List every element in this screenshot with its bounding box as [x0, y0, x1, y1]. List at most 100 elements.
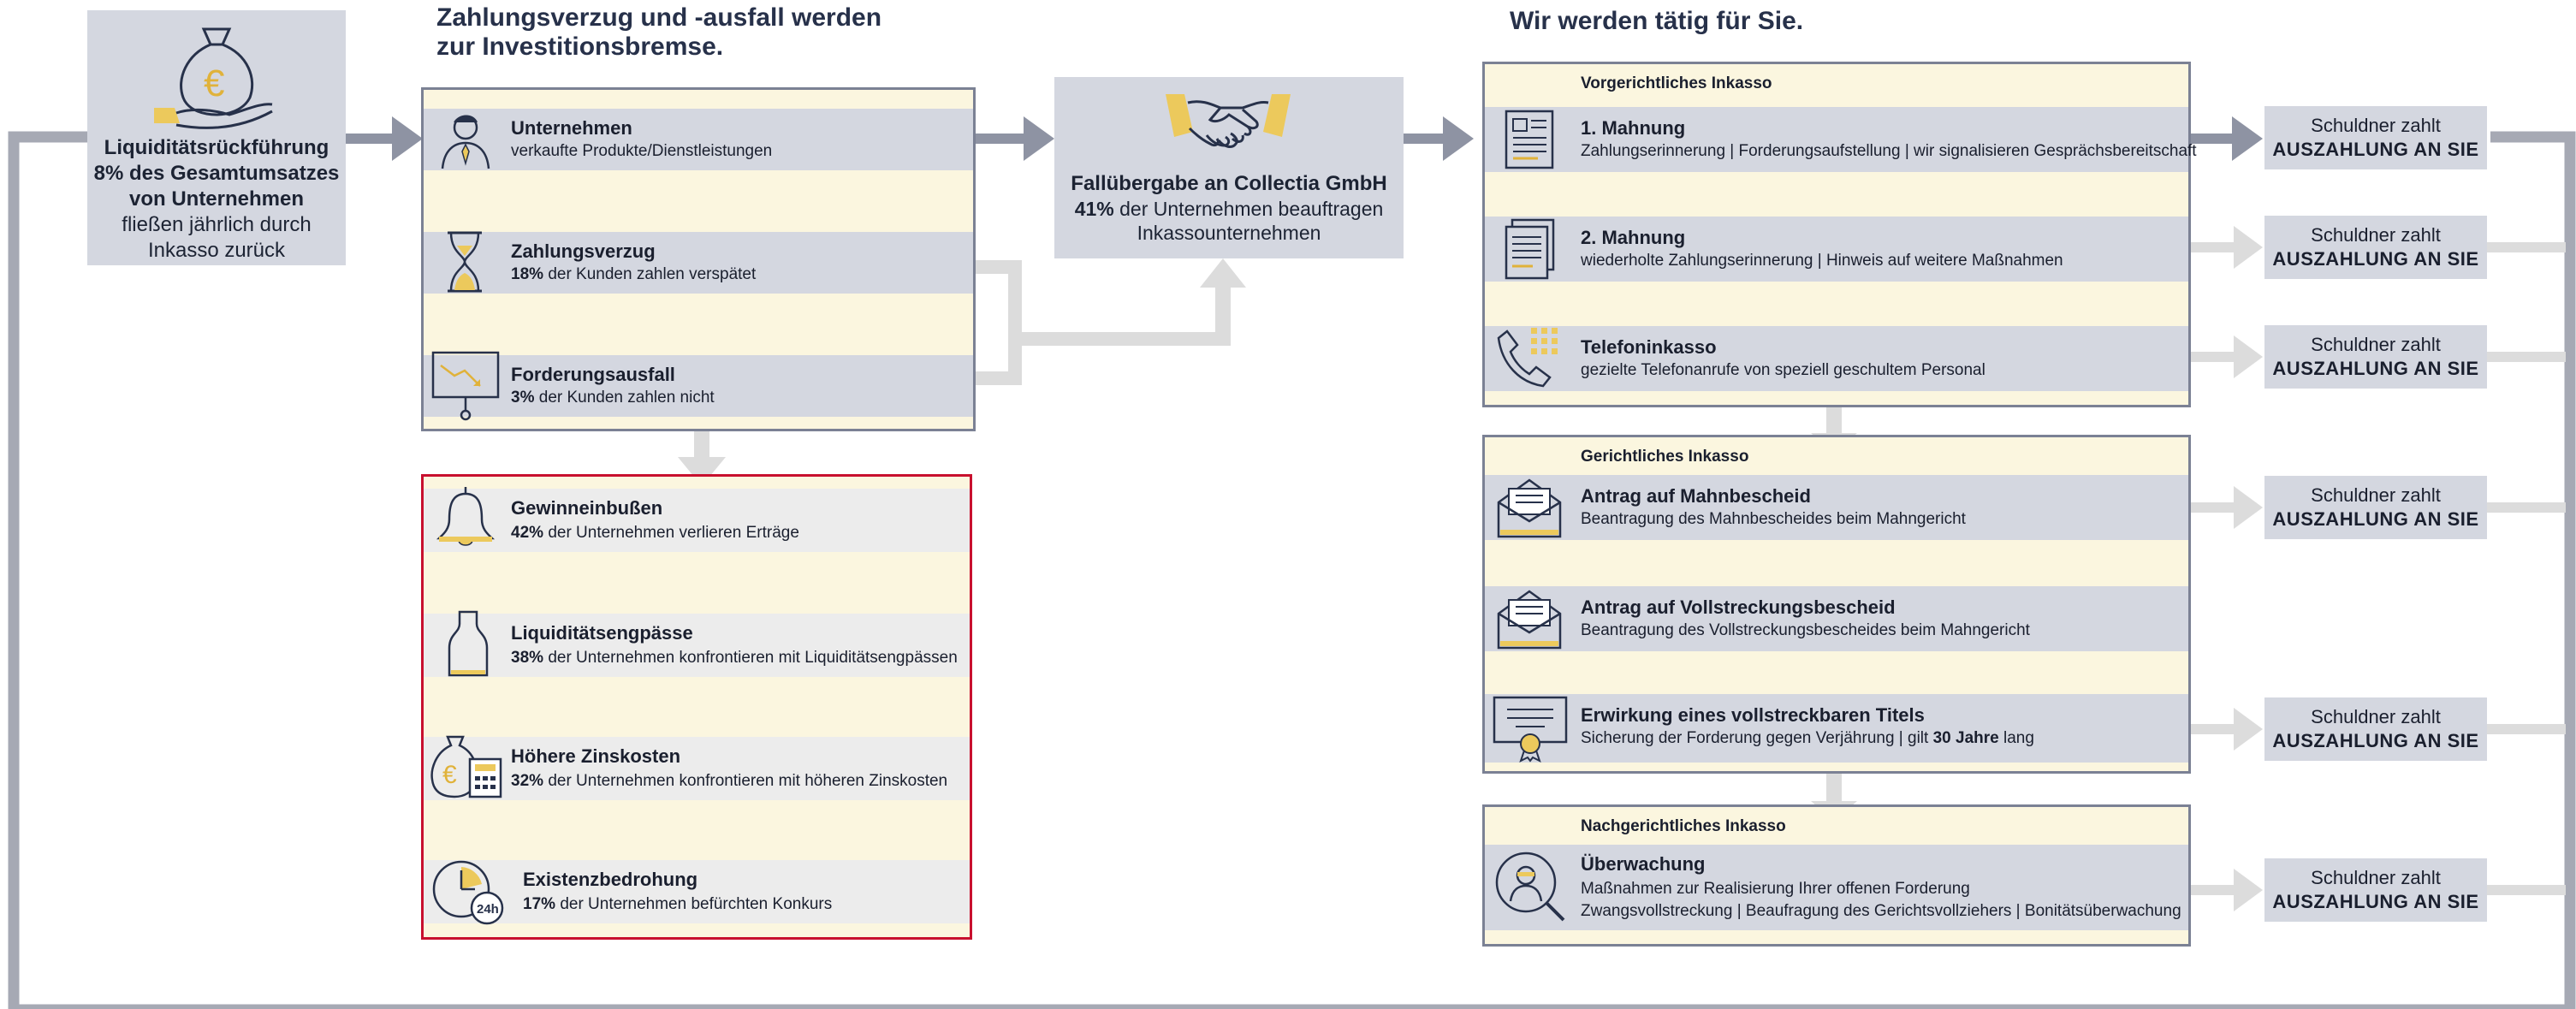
- consequence-desc: der Unternehmen konfrontieren mit höhere…: [548, 772, 948, 790]
- step-title: 2. Mahnung: [1581, 227, 1686, 248]
- liquidity-line5: Inkasso zurück: [147, 239, 286, 262]
- right-heading: Wir werden tätig für Sie.: [1510, 7, 1804, 35]
- consequence-row: 24h Existenzbedrohung 17% der Unternehme…: [424, 860, 970, 925]
- section-post-court: Nachgerichtliches Inkasso Überwachung Ma…: [1482, 804, 2191, 947]
- right-arrow: [2234, 486, 2263, 529]
- handshake-icon: [1166, 94, 1291, 148]
- envelope-icon: [1497, 478, 1562, 538]
- step-row: Überwachung Maßnahmen zur Realisierung I…: [1485, 845, 2188, 930]
- step-text-pre: Sicherung der Forderung gegen Verjährung…: [1581, 729, 1933, 747]
- payer-line1: Schuldner zahlt: [2311, 706, 2441, 727]
- right-arrow: [2234, 708, 2263, 751]
- payer-line1: Schuldner zahlt: [2311, 867, 2441, 888]
- consequence-pct: 38%: [511, 649, 544, 667]
- handover-text2: Inkassounternehmen: [1137, 222, 1321, 244]
- declining-chart-icon: [431, 351, 500, 421]
- section-label: Gerichtliches Inkasso: [1581, 448, 1749, 466]
- consequence-row: € Höhere Zinskosten 32% der Unternehmen …: [424, 735, 970, 800]
- consequence-row: Liquiditätsengpässe 38% der Unternehmen …: [424, 610, 970, 677]
- payer-line1: Schuldner zahlt: [2311, 484, 2441, 506]
- step-text-post: lang: [1998, 729, 2034, 747]
- step-title: Antrag auf Mahnbescheid: [1581, 485, 1811, 507]
- consequence-text: 32% der Unternehmen konfrontieren mit hö…: [511, 771, 947, 792]
- payer-box: Schuldner zahlt AUSZAHLUNG AN SIE: [2264, 697, 2487, 761]
- step-row: Antrag auf Vollstreckungsbescheid Beantr…: [1485, 586, 2188, 651]
- step-text: Beantragung des Vollstreckungsbescheides…: [1581, 621, 2030, 639]
- liquidity-return-box: € Liquiditätsrückführung 8% des Gesamtum…: [87, 10, 346, 265]
- hourglass-icon: [448, 231, 482, 293]
- bracket-connector: [976, 260, 1231, 385]
- step-text: Maßnahmen zur Realisierung Ihrer offenen…: [1581, 880, 1970, 898]
- step-text-2: Zwangsvollstreckung | Beaufragung des Ge…: [1581, 902, 2181, 920]
- feedback-loop-line: [8, 131, 2576, 1009]
- handover-box: Fallübergabe an Collectia GmbH 41% der U…: [1054, 77, 1404, 258]
- problem-title: Forderungsausfall: [511, 364, 675, 385]
- payer-line2: AUSZAHLUNG AN SIE: [2272, 139, 2479, 160]
- problem-row: Zahlungsverzug 18% der Kunden zahlen ver…: [424, 231, 973, 294]
- payer-line1: Schuldner zahlt: [2311, 115, 2441, 136]
- left-heading-line1: Zahlungsverzug und -ausfall werden: [436, 3, 882, 32]
- problem-text: verkaufte Produkte/Dienstleistungen: [511, 142, 773, 160]
- section-label: Nachgerichtliches Inkasso: [1581, 817, 1786, 835]
- step-title: Telefoninkasso: [1581, 336, 1717, 358]
- right-arrow: [2234, 335, 2263, 378]
- plus-sign: +: [424, 304, 973, 305]
- problem-row: Unternehmen verkaufte Produkte/Dienstlei…: [424, 109, 973, 170]
- consequence-title: Höhere Zinskosten: [511, 745, 681, 767]
- consequence-pct: 42%: [511, 524, 544, 542]
- step-text: gezielte Telefonanrufe von speziell gesc…: [1581, 361, 1985, 379]
- down-arrow: [678, 457, 726, 486]
- step-text-bold: 30 Jahre: [1932, 729, 1999, 747]
- step-title: Überwachung: [1581, 853, 1706, 875]
- payer-line2: AUSZAHLUNG AN SIE: [2272, 508, 2479, 530]
- problem-row: Forderungsausfall 3% der Kunden zahlen n…: [424, 351, 973, 421]
- problem-desc: der Kunden zahlen nicht: [538, 389, 715, 407]
- consequence-pct: 32%: [511, 772, 544, 790]
- problem-text: 3% der Kunden zahlen nicht: [511, 388, 715, 408]
- section-court: Gerichtliches Inkasso Antrag auf Mahnbes…: [1482, 435, 2191, 774]
- problem-pct: 18%: [511, 265, 544, 283]
- moneybag-calculator-icon: €: [430, 735, 502, 798]
- main-arrow-head: [392, 116, 423, 161]
- step-text: Zahlungserinnerung | Forderungsaufstellu…: [1581, 142, 2197, 160]
- left-heading-line2: zur Investitionsbremse.: [436, 33, 724, 61]
- step-title: Erwirkung eines vollstreckbaren Titels: [1581, 704, 1925, 726]
- consequence-title: Liquiditätsengpässe: [511, 622, 693, 644]
- right-arrow: [2234, 226, 2263, 269]
- step-row: Telefoninkasso gezielte Telefonanrufe vo…: [1485, 326, 2188, 391]
- problem-text: 18% der Kunden zahlen verspätet: [511, 264, 756, 285]
- consequence-desc: der Unternehmen konfrontieren mit Liquid…: [548, 649, 958, 667]
- main-arrow-head: [1024, 116, 1054, 161]
- main-arrow-shaft: [976, 134, 1037, 144]
- payer-line2: AUSZAHLUNG AN SIE: [2272, 891, 2479, 912]
- money-bag-hand-icon: €: [154, 27, 273, 129]
- bell-icon: [436, 487, 496, 546]
- svg-text:€: €: [442, 761, 457, 789]
- documents-icon: [1505, 218, 1555, 280]
- bottle-icon: [448, 610, 489, 677]
- main-arrow-shaft: [2189, 134, 2239, 144]
- payer-box: Schuldner zahlt AUSZAHLUNG AN SIE: [2264, 476, 2487, 539]
- problem-desc: der Kunden zahlen verspätet: [548, 265, 757, 283]
- step-row: 2. Mahnung wiederholte Zahlungserinnerun…: [1485, 217, 2188, 282]
- liquidity-line2: 8% des Gesamtumsatzes: [93, 162, 340, 185]
- payer-box: Schuldner zahlt AUSZAHLUNG AN SIE: [2264, 216, 2487, 279]
- consequence-desc: der Unternehmen befürchten Konkurs: [560, 895, 833, 913]
- consequence-row: Gewinneinbußen 42% der Unternehmen verli…: [424, 487, 970, 552]
- right-arrow: [2234, 869, 2263, 911]
- payer-line1: Schuldner zahlt: [2311, 224, 2441, 246]
- section-pre-court: Vorgerichtliches Inkasso 1. Mahnung Zahl…: [1482, 62, 2197, 407]
- consequence-title: Existenzbedrohung: [523, 869, 698, 890]
- main-arrow-head: [2232, 116, 2263, 161]
- problem-box: Unternehmen verkaufte Produkte/Dienstlei…: [421, 87, 976, 431]
- handover-text1: der Unternehmen beauftragen: [1119, 198, 1384, 220]
- phone-icon: [1497, 328, 1558, 388]
- consequence-pct: 17%: [523, 895, 556, 913]
- consequence-text: 17% der Unternehmen befürchten Konkurs: [523, 894, 832, 915]
- payer-line1: Schuldner zahlt: [2311, 334, 2441, 355]
- payer-line2: AUSZAHLUNG AN SIE: [2272, 358, 2479, 379]
- step-title: 1. Mahnung: [1581, 117, 1686, 139]
- businessman-icon: [441, 115, 490, 169]
- consequence-desc: der Unternehmen verlieren Erträge: [548, 524, 799, 542]
- up-arrow: [1200, 258, 1246, 288]
